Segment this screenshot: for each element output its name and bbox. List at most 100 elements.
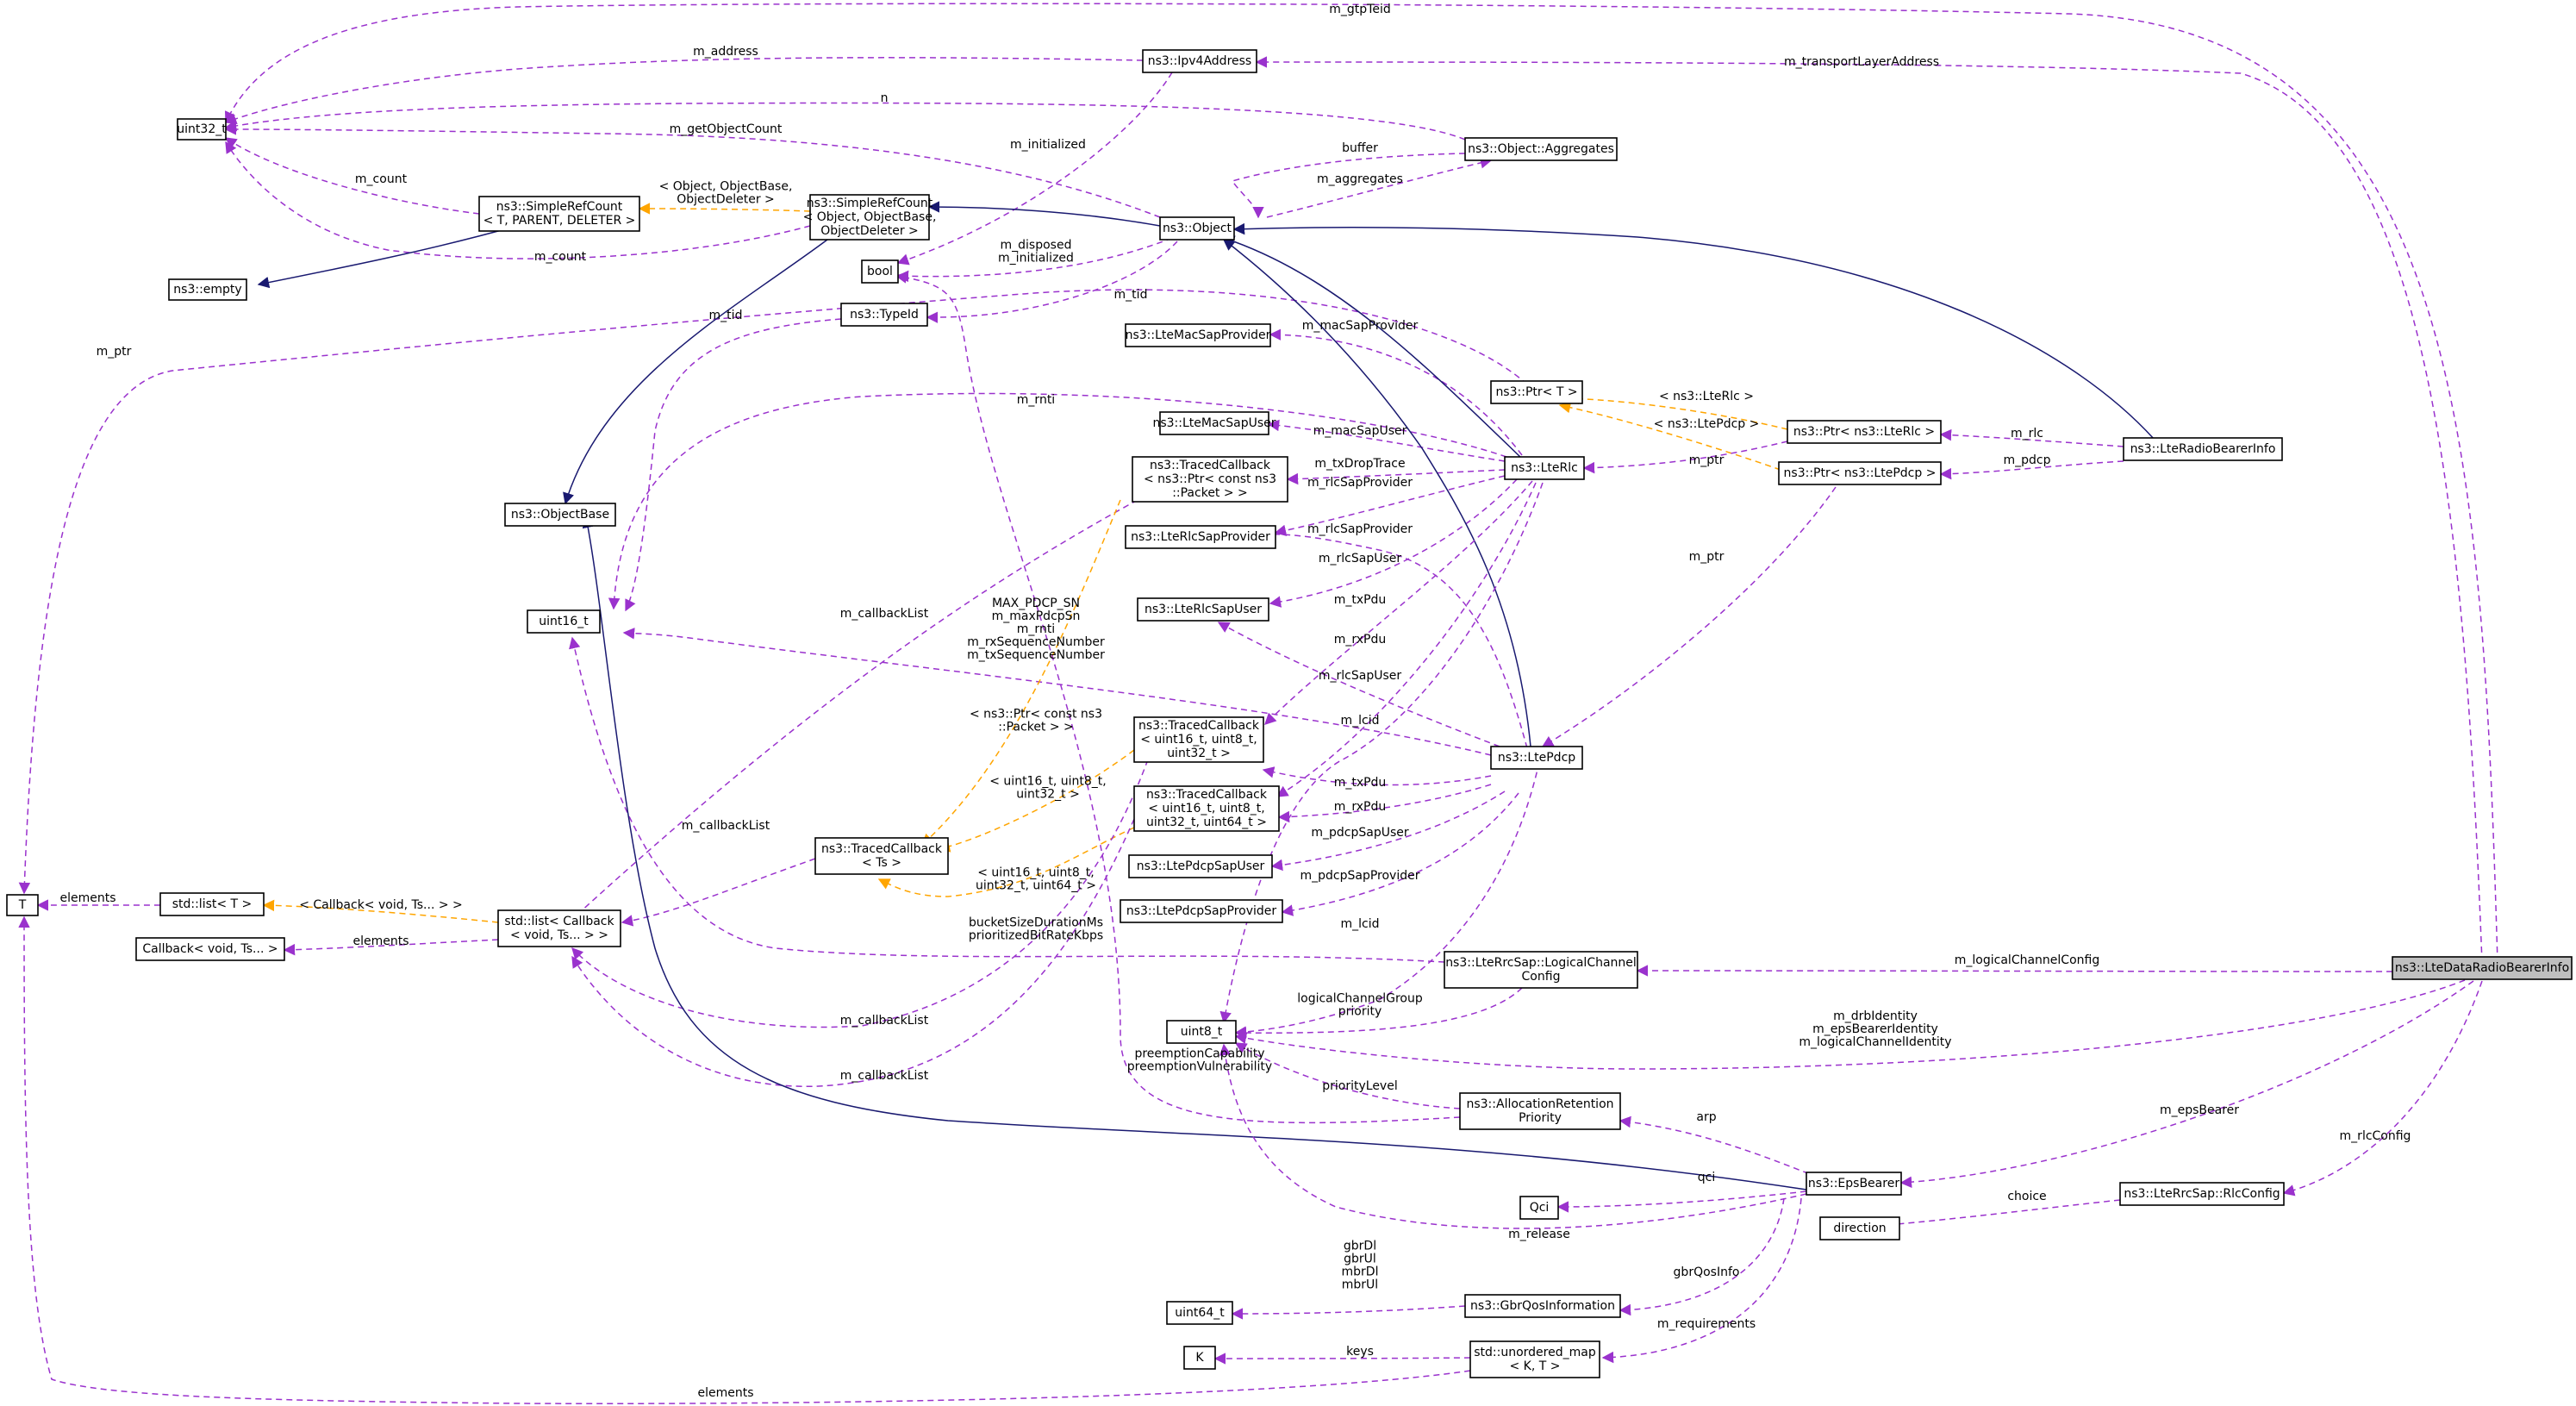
node-objectbase[interactable]: ns3::ObjectBase [504, 503, 616, 527]
edge-label-line: m_rxSequenceNumber [967, 635, 1105, 649]
node-tc32[interactable]: ns3::TracedCallback< uint16_t, uint8_t,u… [1133, 716, 1264, 763]
node-stdlistT[interactable]: std::list< T > [159, 892, 265, 916]
node-label: ns3::Ipv4Address [1148, 54, 1251, 68]
node-bool[interactable]: bool [861, 259, 899, 284]
edge-label: m_callbackList [840, 607, 929, 621]
node-tc64[interactable]: ns3::TracedCallback< uint16_t, uint8_t,u… [1133, 785, 1280, 832]
edge-tid-1 [926, 241, 1178, 323]
edge-drb-identity [1234, 979, 2466, 1070]
node-box [1469, 1340, 1600, 1378]
node-stdlistCb[interactable]: std::list< Callback< void, Ts... > > [497, 909, 621, 947]
node-uint16[interactable]: uint16_t [527, 609, 601, 634]
node-label: ns3::SimpleRefCount [496, 200, 623, 214]
node-T[interactable]: T [6, 894, 39, 916]
edge-mac-sap-user [1267, 419, 1506, 462]
edge-uint16-multi [622, 628, 1492, 756]
edge-arp [1619, 1115, 1819, 1178]
node-label: ns3::SimpleRefCount [807, 197, 933, 210]
edge-label-line: m_aggregates [1317, 172, 1403, 186]
edge-label: m_pdcpSapUser [1311, 826, 1409, 840]
edge-label-line: m_lcid [1340, 917, 1379, 931]
node-label: ::Packet > > [1172, 486, 1248, 500]
edge-label-line: < Callback< void, Ts... > > [299, 898, 463, 912]
node-uint64[interactable]: uint64_t [1166, 1301, 1233, 1325]
node-label: ns3::Ptr< ns3::LteRlc > [1793, 425, 1935, 439]
edge-label-line: m_rxPdu [1334, 800, 1387, 814]
edge-label: m_txPdu [1334, 593, 1387, 607]
edge-label-line: priority [1338, 1005, 1382, 1019]
node-box [1142, 49, 1257, 73]
edge-label: gbrQosInfo [1674, 1265, 1740, 1279]
edge-ptr-3 [1541, 486, 1837, 747]
node-typeid[interactable]: ns3::TypeId [840, 303, 928, 327]
node-ptrRlc[interactable]: ns3::Ptr< ns3::LteRlc > [1787, 420, 1942, 444]
edge-label-line: < ns3::LtePdcp > [1654, 417, 1760, 431]
edge-label-line: ObjectDeleter > [677, 193, 775, 207]
node-dataradio[interactable]: ns3::LteDataRadioBearerInfo [2392, 956, 2573, 980]
node-box [527, 609, 601, 634]
node-ipv4[interactable]: ns3::Ipv4Address [1142, 49, 1257, 73]
edge-label: m_txPdu [1334, 776, 1387, 790]
node-object[interactable]: ns3::Object [1159, 216, 1235, 241]
node-simplerefcount[interactable]: ns3::SimpleRefCount< T, PARENT, DELETER … [478, 196, 640, 232]
edge-label-line: < ns3::Ptr< const ns3 [970, 708, 1102, 722]
node-tcTs[interactable]: ns3::TracedCallback< Ts > [814, 837, 949, 875]
node-ltrlc[interactable]: ns3::LteRlc [1504, 456, 1585, 480]
edge-label-line: elements [697, 1386, 753, 1400]
edge-rlc-sap-user-2 [1217, 622, 1500, 747]
node-label: bool [867, 265, 893, 278]
node-uint8[interactable]: uint8_t [1166, 1020, 1237, 1044]
edge-label-line: ::Packet > > [998, 721, 1074, 734]
edge-lcid-1 [1219, 482, 1544, 1024]
node-gbrqos[interactable]: ns3::GbrQosInformation [1464, 1294, 1621, 1318]
node-label: ns3::TracedCallback [1138, 719, 1260, 733]
node-radiobearer[interactable]: ns3::LteRadioBearerInfo [2123, 437, 2283, 461]
node-label: ObjectDeleter > [820, 224, 919, 238]
edge-qci [1556, 1190, 1807, 1213]
node-empty[interactable]: ns3::empty [168, 278, 247, 301]
node-macsapprov[interactable]: ns3::LteMacSapProvider [1125, 323, 1271, 347]
node-label: Priority [1519, 1111, 1562, 1125]
node-label: ns3::GbrQosInformation [1470, 1299, 1615, 1313]
edge-label-line: logicalChannelGroup [1297, 992, 1423, 1006]
node-direction[interactable]: direction [1819, 1216, 1900, 1240]
edge-label: m_address [693, 45, 758, 59]
node-box [1519, 1196, 1559, 1220]
edge-label-line: m_maxPdcpSn [992, 609, 1081, 623]
node-rlcsapuser[interactable]: ns3::LteRlcSapUser [1137, 597, 1269, 622]
node-aggregates[interactable]: ns3::Object::Aggregates [1464, 137, 1618, 161]
node-rlcconfig[interactable]: ns3::LteRrcSap::RlcConfig [2119, 1182, 2285, 1206]
node-macsapuser[interactable]: ns3::LteMacSapUser [1152, 411, 1276, 435]
node-ptrPdcp[interactable]: ns3::Ptr< ns3::LtePdcp > [1778, 461, 1942, 485]
node-ptrT[interactable]: ns3::Ptr< T > [1490, 380, 1583, 404]
edge-label: m_lcid [1340, 714, 1379, 728]
edge-label-line: m_ptr [97, 345, 132, 359]
edge-template-tc64 [877, 827, 1135, 897]
node-box [159, 892, 265, 916]
edge-label-line: m_tid [709, 309, 743, 322]
node-callback[interactable]: Callback< void, Ts... > [135, 937, 285, 961]
node-label: ns3::TypeId [850, 308, 919, 322]
node-label: K [1195, 1351, 1204, 1365]
node-umap[interactable]: std::unordered_map< K, T > [1469, 1340, 1600, 1378]
edge-label-line: uint32_t, uint64_t > [976, 879, 1096, 893]
node-ltepdcp[interactable]: ns3::LtePdcp [1490, 746, 1583, 770]
node-epsbearer[interactable]: ns3::EpsBearer [1806, 1172, 1902, 1196]
node-box [861, 259, 899, 284]
node-label: ns3::LteRadioBearerInfo [2130, 442, 2276, 456]
node-simplerefobj[interactable]: ns3::SimpleRefCount< Object, ObjectBase,… [803, 194, 937, 241]
node-pdcpsapprov[interactable]: ns3::LtePdcpSapProvider [1120, 899, 1283, 923]
node-uint32[interactable]: uint32_t [177, 118, 227, 141]
edge-eps-bearer [1899, 980, 2474, 1188]
edge-label-line: m_getObjectCount [670, 122, 783, 136]
node-pdcpsapuser[interactable]: ns3::LtePdcpSapUser [1128, 854, 1273, 878]
edge-tx-drop-trace [1286, 469, 1506, 485]
node-K[interactable]: K [1183, 1346, 1216, 1370]
node-tcPacket[interactable]: ns3::TracedCallback< ns3::Ptr< const ns3… [1132, 456, 1288, 503]
node-rlcsapprov[interactable]: ns3::LteRlcSapProvider [1125, 525, 1276, 549]
edge-label-line: m_callbackList [840, 1069, 929, 1083]
node-qci[interactable]: Qci [1519, 1196, 1559, 1220]
